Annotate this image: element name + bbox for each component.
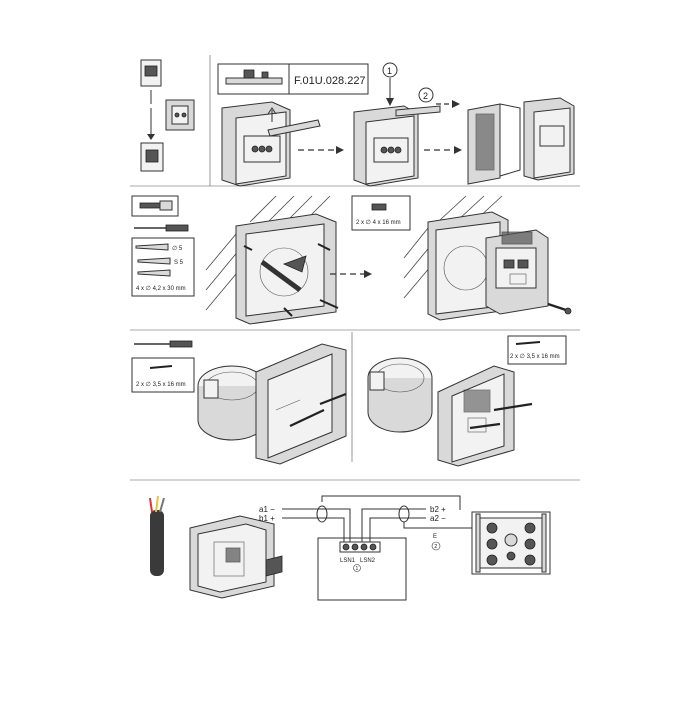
screw-icon <box>547 302 572 315</box>
connector-front-view <box>471 511 551 575</box>
screw-icon <box>469 402 533 430</box>
cable-icon <box>149 495 165 576</box>
terminal-lsn2: LSN2 <box>360 558 376 564</box>
terminal-block-icon <box>339 541 381 553</box>
mounting-frame-left <box>255 343 347 465</box>
part-number: F.01U.028.227 <box>294 75 366 87</box>
hardware-list: ∅ 5 S 5 4 x ∅ 4,2 x 30 mm <box>131 195 195 297</box>
plug-size-5: ∅ 5 <box>172 245 183 252</box>
section-removal: F.01U.028.227 1 2 <box>130 55 580 187</box>
flush-box-right <box>367 357 433 433</box>
wiring-schematic: a1 − b1 + b2 + a2 − LSN1 LSN2 1 E <box>259 495 474 601</box>
wire-a1-label: a1 − <box>259 505 275 514</box>
wire-a2-label: a2 − <box>430 514 446 523</box>
screw-spec-3-5x16-left: 2 x ∅ 3,5 x 16 mm <box>136 381 186 388</box>
marker-2: 2 <box>434 544 437 550</box>
marker-1: 1 <box>356 566 359 572</box>
module-on-frame-right <box>437 365 533 467</box>
wire-b1-label: b1 + <box>259 514 275 523</box>
small-device-sequence <box>140 59 195 172</box>
step-2-marker-group: 2 <box>418 87 460 108</box>
callpoint-step-1: 1 <box>353 62 441 187</box>
screw-spec-4-2x30: 4 x ∅ 4,2 x 30 mm <box>136 285 186 292</box>
section-wiring: a1 − b1 + b2 + a2 − LSN1 LSN2 1 E <box>130 479 580 601</box>
terminal-block-icon <box>265 555 283 577</box>
electronic-module <box>485 229 572 315</box>
part-number-box: F.01U.028.227 <box>217 63 369 95</box>
terminal-lsn1: LSN1 <box>340 558 356 564</box>
step-1-marker: 1 <box>387 66 392 76</box>
screw-spec-3-5x16-right: 2 x ∅ 3,5 x 16 mm <box>510 353 560 360</box>
hardware-left: 2 x ∅ 3,5 x 16 mm <box>131 340 195 393</box>
step-2-marker: 2 <box>423 91 428 101</box>
section-surface-mount: ∅ 5 S 5 4 x ∅ 4,2 x 30 mm <box>130 195 580 331</box>
callpoint-exploded <box>467 97 575 185</box>
screwdriver-icon <box>134 224 189 232</box>
screw-callout-4x16: 2 x ∅ 4 x 16 mm <box>351 195 411 231</box>
key-tool-icon <box>225 69 283 85</box>
wall-plug-icon <box>135 243 171 277</box>
screw-icon <box>139 200 173 211</box>
screw-icon <box>243 243 339 317</box>
screw-spec-4x16: 2 x ∅ 4 x 16 mm <box>356 219 401 226</box>
wire-b2-label: b2 + <box>430 505 446 514</box>
section-flush-mount: 2 x ∅ 3,5 x 16 mm 2 x ∅ 3,5 x 16 mm <box>131 332 567 467</box>
back-plate-left <box>235 213 339 325</box>
module-rear-view <box>189 515 283 599</box>
flush-box-left <box>197 365 267 441</box>
screw-icon <box>289 392 347 427</box>
plug-size-s5: S 5 <box>174 260 184 266</box>
callpoint-with-key <box>221 101 321 187</box>
marker-e: E <box>433 534 437 540</box>
screw-callout-right: 2 x ∅ 3,5 x 16 mm <box>507 335 567 365</box>
screwdriver-icon <box>134 340 193 348</box>
